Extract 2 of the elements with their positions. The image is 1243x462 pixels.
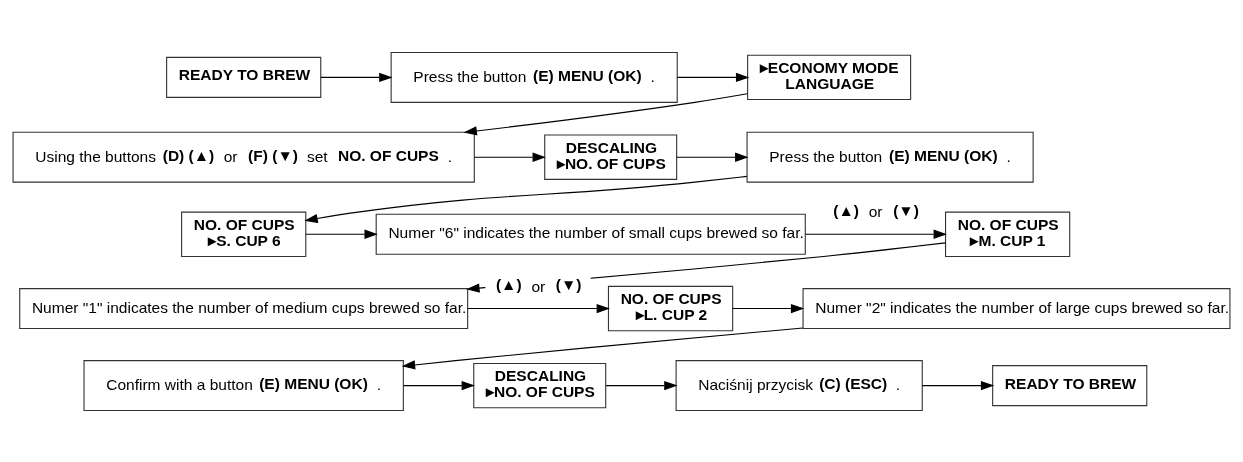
edge-label: (▲) or (▼) [495, 275, 582, 295]
edge-label: (▲) or (▼) [833, 201, 919, 220]
